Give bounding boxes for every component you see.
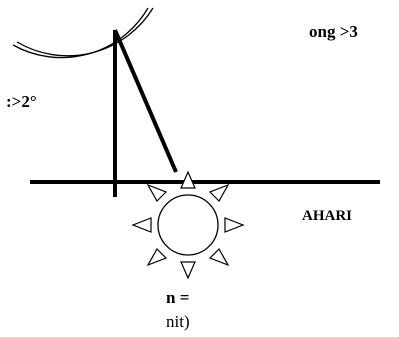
slant-line	[113, 29, 178, 173]
label-right: AHARI	[302, 208, 353, 224]
sun-ray-right	[224, 217, 245, 233]
sun-ray-bottom	[180, 261, 196, 280]
sun-ray-top	[180, 170, 196, 189]
sun-ray-top-right	[208, 183, 230, 202]
sun-ray-left	[131, 217, 152, 233]
sun-ray-bottom-left	[146, 248, 168, 267]
label-bottom-line2: nit)	[166, 312, 190, 331]
label-bottom-line1: n =	[166, 288, 190, 307]
sun-ray-bottom-right	[208, 248, 230, 267]
label-left-angle: :>2°	[6, 92, 37, 111]
label-top-right: ong >3	[309, 22, 358, 41]
sun-icon	[131, 170, 245, 280]
inner-arc	[16, 7, 154, 57]
sun-ray-top-left	[146, 183, 168, 202]
sun-disc	[157, 194, 219, 256]
